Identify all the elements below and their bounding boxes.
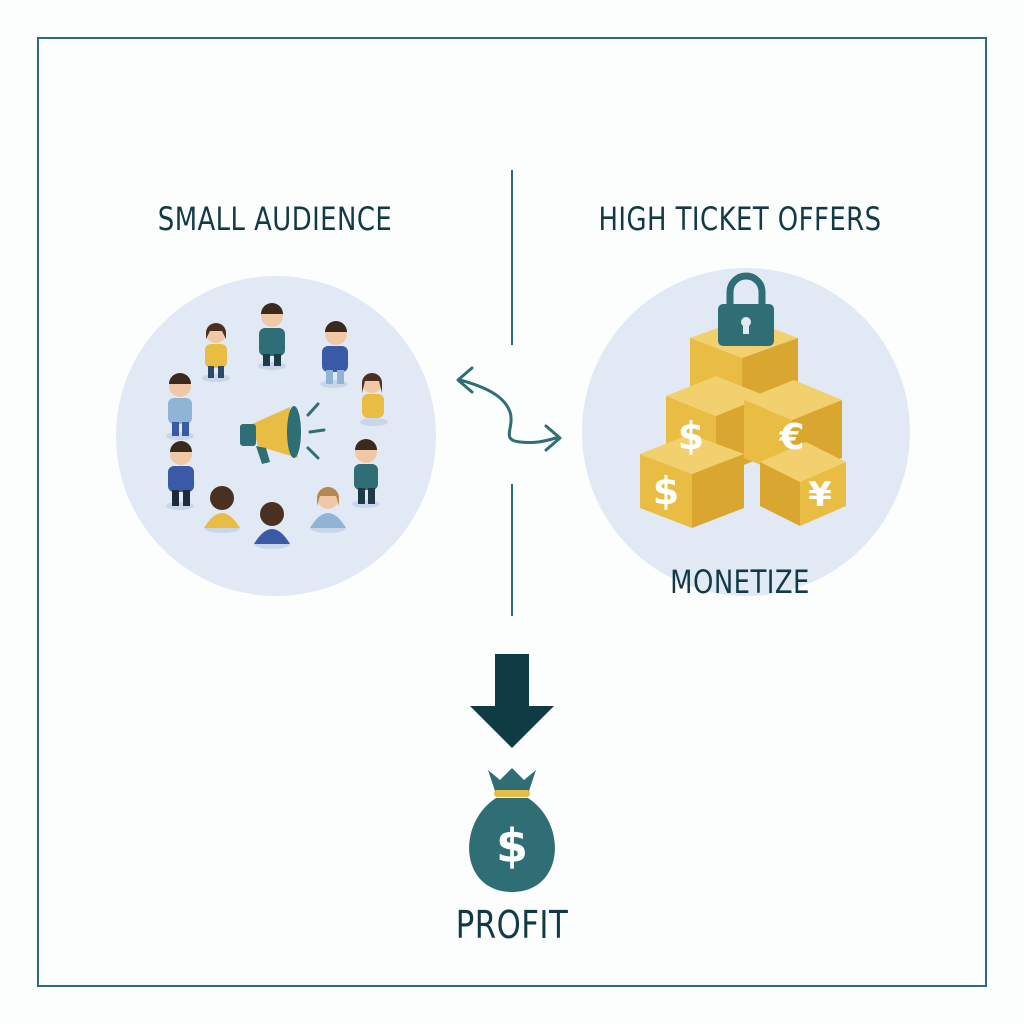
person-icon — [166, 373, 194, 440]
euro-symbol: € — [778, 417, 804, 458]
dollar-symbol: $ — [678, 414, 704, 458]
profit-dollar-symbol: $ — [496, 819, 528, 873]
bidirectional-arrow — [458, 378, 558, 444]
person-icon — [360, 373, 388, 426]
person-icon — [352, 439, 380, 508]
padlock-icon — [718, 272, 774, 346]
person-icon — [320, 321, 348, 388]
person-icon — [254, 502, 290, 549]
down-arrow-icon — [470, 654, 554, 748]
person-icon — [202, 323, 230, 382]
megaphone-icon — [240, 402, 326, 464]
small-audience-title: SMALL AUDIENCE — [157, 200, 393, 238]
person-icon — [258, 303, 286, 370]
yen-symbol: ¥ — [808, 475, 832, 515]
arrow-head-left-icon — [456, 366, 474, 394]
dollar-symbol-lower: $ — [653, 469, 679, 513]
person-icon — [204, 486, 240, 533]
arrow-head-right-icon — [544, 424, 562, 452]
profit-label: PROFIT — [455, 903, 569, 947]
person-icon — [310, 487, 346, 533]
person-icon — [166, 441, 194, 510]
divider-top — [511, 170, 513, 345]
divider-bottom — [511, 484, 513, 616]
diagram-frame — [37, 37, 987, 987]
money-bag-icon — [469, 768, 555, 892]
monetize-label: MONETIZE — [670, 563, 810, 601]
high-ticket-offers-title: HIGH TICKET OFFERS — [598, 200, 882, 238]
